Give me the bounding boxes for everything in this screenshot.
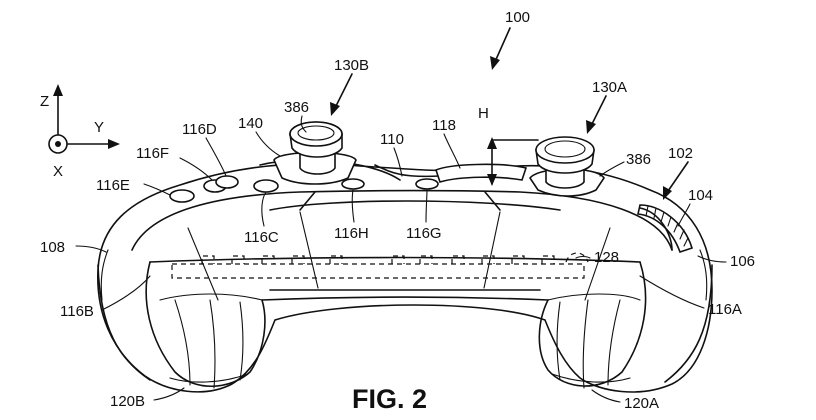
label-116D: 116D: [182, 121, 217, 138]
label-116A: 116A: [708, 301, 742, 318]
label-116E: 116E: [96, 177, 130, 194]
axis-label-x: X: [53, 163, 63, 180]
label-140: 140: [238, 115, 263, 132]
button-116E: [170, 190, 194, 202]
axis-label-z: Z: [40, 93, 49, 110]
label-116G: 116G: [406, 225, 442, 242]
label-106: 106: [730, 253, 755, 270]
thumbstick-130B: [274, 122, 356, 184]
label-386-left: 386: [284, 99, 309, 116]
label-120B: 120B: [110, 393, 145, 410]
axis-label-y: Y: [94, 119, 104, 136]
label-116F: 116F: [136, 145, 169, 162]
label-100: 100: [505, 9, 530, 26]
button-116D: [216, 176, 238, 188]
label-128: 128: [594, 249, 619, 266]
button-116C: [254, 180, 278, 192]
figure-caption: FIG. 2: [352, 384, 427, 414]
label-120A: 120A: [624, 395, 659, 412]
label-118: 118: [432, 117, 456, 134]
button-116G: [416, 179, 438, 189]
label-386-right: 386: [626, 151, 651, 168]
thumbstick-130A: [530, 137, 604, 196]
axis-indicator: [49, 84, 120, 153]
label-116H: 116H: [334, 225, 369, 242]
label-108: 108: [40, 239, 65, 256]
label-130B: 130B: [334, 57, 369, 74]
label-130A: 130A: [592, 79, 627, 96]
button-116H: [342, 179, 364, 189]
label-110: 110: [380, 131, 404, 148]
label-116B: 116B: [60, 303, 94, 320]
label-H: H: [478, 105, 489, 122]
label-104: 104: [688, 187, 713, 204]
label-102: 102: [668, 145, 693, 162]
label-116C: 116C: [244, 229, 279, 246]
